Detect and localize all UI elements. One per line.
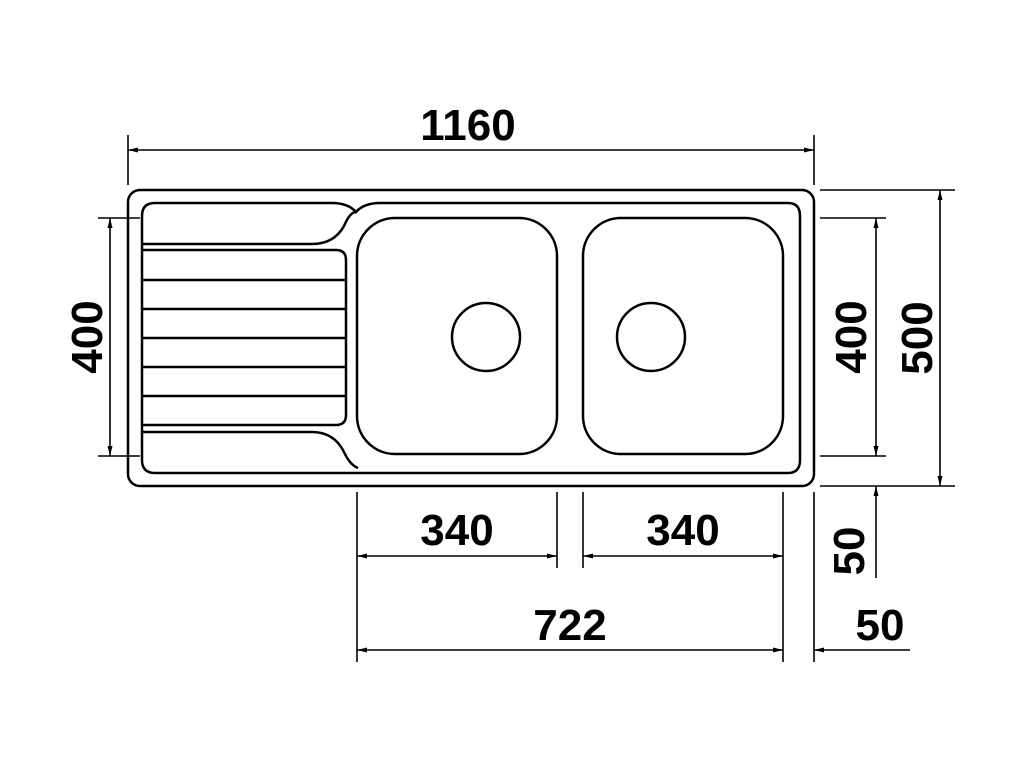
dim-label-right-offset: 50 <box>856 601 905 650</box>
drain-left-icon <box>450 301 522 373</box>
dim-label-bowl2: 340 <box>646 506 719 555</box>
dim-label-left-height: 400 <box>63 300 112 373</box>
drain-right-icon <box>615 301 687 373</box>
dim-label-overall-depth: 500 <box>893 301 942 374</box>
drainer-lower-curve <box>142 430 359 470</box>
drainer-ribs <box>142 278 346 398</box>
sink-outer-rim <box>126 188 816 488</box>
dim-label-overall-width: 1160 <box>420 101 515 150</box>
dim-label-bowls-total: 722 <box>533 601 606 650</box>
bowl-right <box>581 216 785 456</box>
bowl-left <box>355 216 559 456</box>
dim-label-bottom-offset: 50 <box>825 527 874 576</box>
drainer-upper-curve <box>142 210 357 246</box>
dim-label-bowl1: 340 <box>420 506 493 555</box>
dim-label-right-inner-height: 400 <box>827 300 876 373</box>
